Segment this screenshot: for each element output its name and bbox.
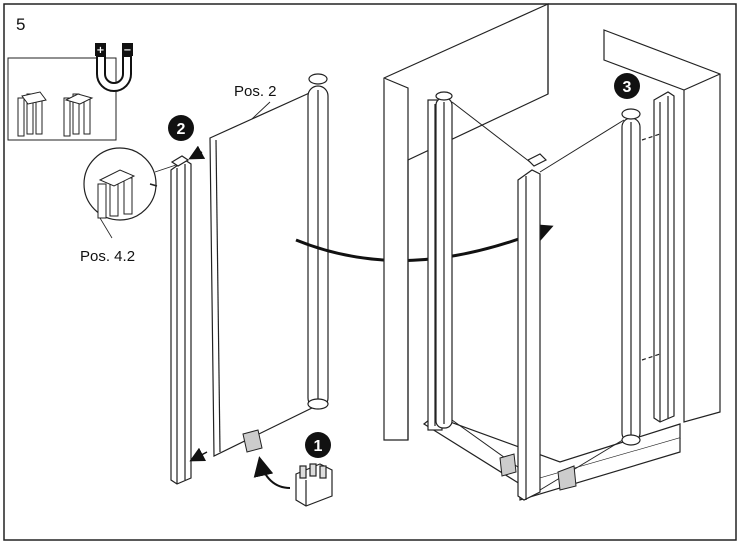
magnet-minus-sign: − <box>123 45 131 56</box>
hinge-column-right-front <box>621 108 641 446</box>
door-profile-right <box>517 153 548 501</box>
loose-clip-part <box>295 463 333 507</box>
hinge-column-right-back <box>427 91 453 431</box>
hinge-column-left <box>307 73 329 410</box>
svg-text:3: 3 <box>623 79 632 96</box>
insert-arrow-top <box>188 145 206 160</box>
step-number: 5 <box>16 15 25 34</box>
front-glass-panel <box>539 119 627 491</box>
wall-profile-right <box>641 91 675 423</box>
callout-3: 3 <box>614 73 640 99</box>
detail-magnifier <box>83 147 177 239</box>
label-pos-2: Pos. 2 <box>234 83 277 100</box>
bottom-bracket-right <box>499 453 577 491</box>
magnet-inset: + − <box>7 43 133 141</box>
bottom-bracket <box>242 429 263 453</box>
transition-arrow <box>295 223 554 262</box>
insert-arrow-bottom <box>189 447 208 462</box>
magnet-profile-right-icon <box>63 93 94 137</box>
glass-door-panel <box>209 89 317 457</box>
label-pos-4-2: Pos. 4.2 <box>80 248 135 265</box>
clip-insert-arrow <box>253 456 291 489</box>
room-walls <box>383 3 721 441</box>
svg-text:1: 1 <box>314 438 323 455</box>
horseshoe-magnet-icon: + − <box>95 43 133 92</box>
wall-profile-left <box>170 155 192 485</box>
svg-text:2: 2 <box>177 121 186 138</box>
magnet-plus-sign: + <box>96 45 104 56</box>
callout-1: 1 <box>305 432 331 458</box>
magnet-profile-left-icon <box>17 91 47 137</box>
callout-2: 2 <box>168 115 194 141</box>
